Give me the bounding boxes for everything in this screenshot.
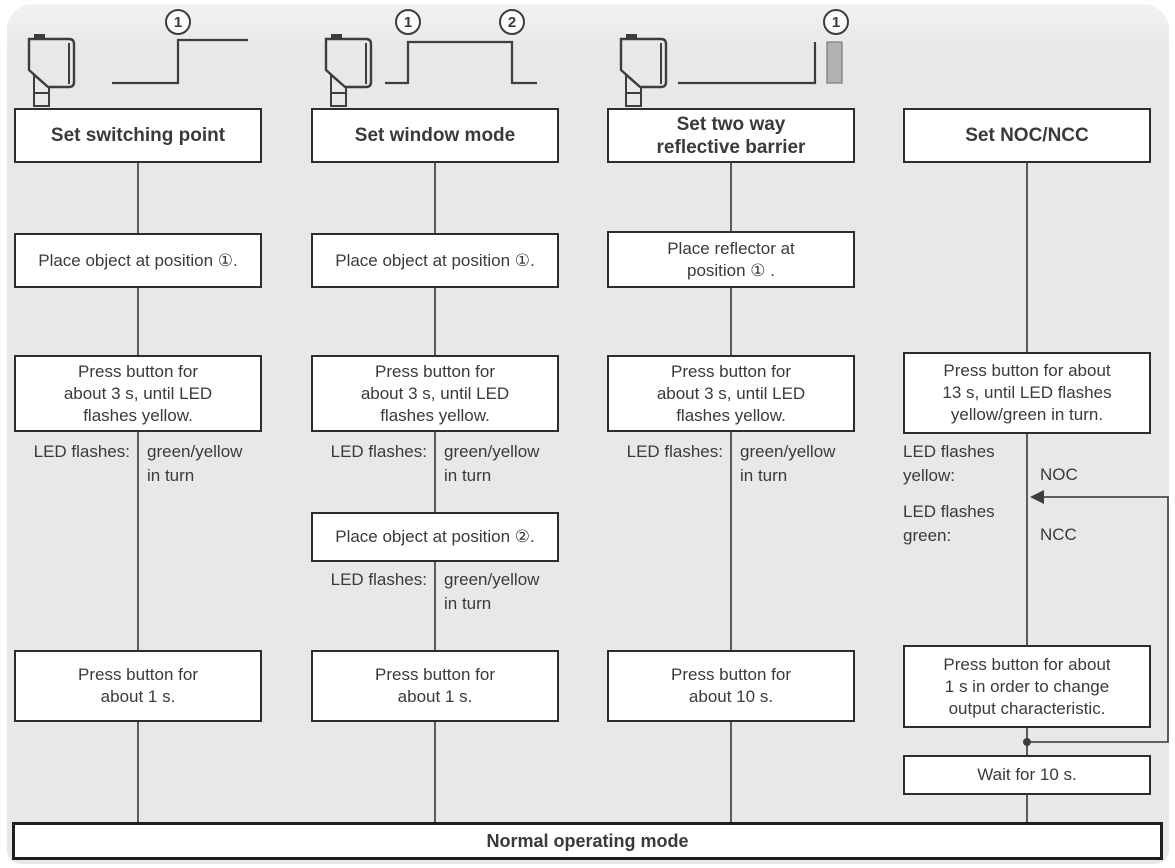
- led-annotation-label-green: LED flashes green:: [903, 502, 995, 545]
- step-box-press-button-13s: Press button for about 13 s, until LED f…: [903, 352, 1151, 434]
- sensor-icon: [27, 32, 76, 108]
- position-badge-2: 2: [499, 9, 525, 35]
- led-annotation-value: green/yellow in turn: [444, 442, 540, 485]
- step-box-place-object: Place object at position ①.: [14, 233, 262, 288]
- position-badge-1: 1: [823, 9, 849, 35]
- title-box-switching-point: Set switching point: [14, 108, 262, 163]
- position-badge-1: 1: [395, 9, 421, 35]
- led-annotation-label: LED flashes:: [330, 570, 427, 589]
- normal-operating-mode-box: Normal operating mode: [12, 822, 1163, 860]
- led-annotation-label: LED flashes:: [330, 442, 427, 461]
- led-annotation-value: green/yellow in turn: [444, 570, 540, 613]
- sensor-icon: [619, 32, 668, 108]
- sensor-icon: [324, 32, 373, 108]
- position-badge-1: 1: [165, 9, 191, 35]
- step-box-wait: Wait for 10 s.: [903, 755, 1151, 795]
- title-box-noc-ncc: Set NOC/NCC: [903, 108, 1151, 163]
- step-box-place-object-2: Place object at position ②.: [311, 512, 559, 562]
- step-box-change-output: Press button for about 1 s in order to c…: [903, 645, 1151, 728]
- step-box-place-object: Place object at position ①.: [311, 233, 559, 288]
- led-annotation-value-ncc: NCC: [1040, 525, 1077, 544]
- beam-line: [678, 42, 817, 85]
- step-box-press-button: Press button for about 3 s, until LED fl…: [607, 355, 855, 432]
- led-annotation-value: green/yellow in turn: [147, 442, 243, 485]
- led-annotation-label-yellow: LED flashes yellow:: [903, 442, 995, 485]
- step-box-press-button-final: Press button for about 1 s.: [311, 650, 559, 722]
- signal-pulse-waveform: [385, 40, 537, 85]
- step-box-place-reflector: Place reflector at position ① .: [607, 231, 855, 288]
- led-annotation-value: green/yellow in turn: [740, 442, 836, 485]
- led-annotation-label: LED flashes:: [626, 442, 723, 461]
- title-box-window-mode: Set window mode: [311, 108, 559, 163]
- step-box-press-button-final: Press button for about 1 s.: [14, 650, 262, 722]
- reflector-icon: [826, 41, 843, 84]
- signal-step-waveform: [112, 38, 248, 85]
- step-box-press-button: Press button for about 3 s, until LED fl…: [14, 355, 262, 432]
- arrow-left-icon: [1030, 490, 1044, 504]
- led-annotation-label: LED flashes:: [33, 442, 130, 461]
- step-box-press-button-final: Press button for about 10 s.: [607, 650, 855, 722]
- led-annotation-value-noc: NOC: [1040, 465, 1078, 484]
- step-box-press-button: Press button for about 3 s, until LED fl…: [311, 355, 559, 432]
- junction-dot: [1023, 738, 1031, 746]
- title-box-reflective-barrier: Set two way reflective barrier: [607, 108, 855, 163]
- feedback-loop-line: [1031, 496, 1169, 743]
